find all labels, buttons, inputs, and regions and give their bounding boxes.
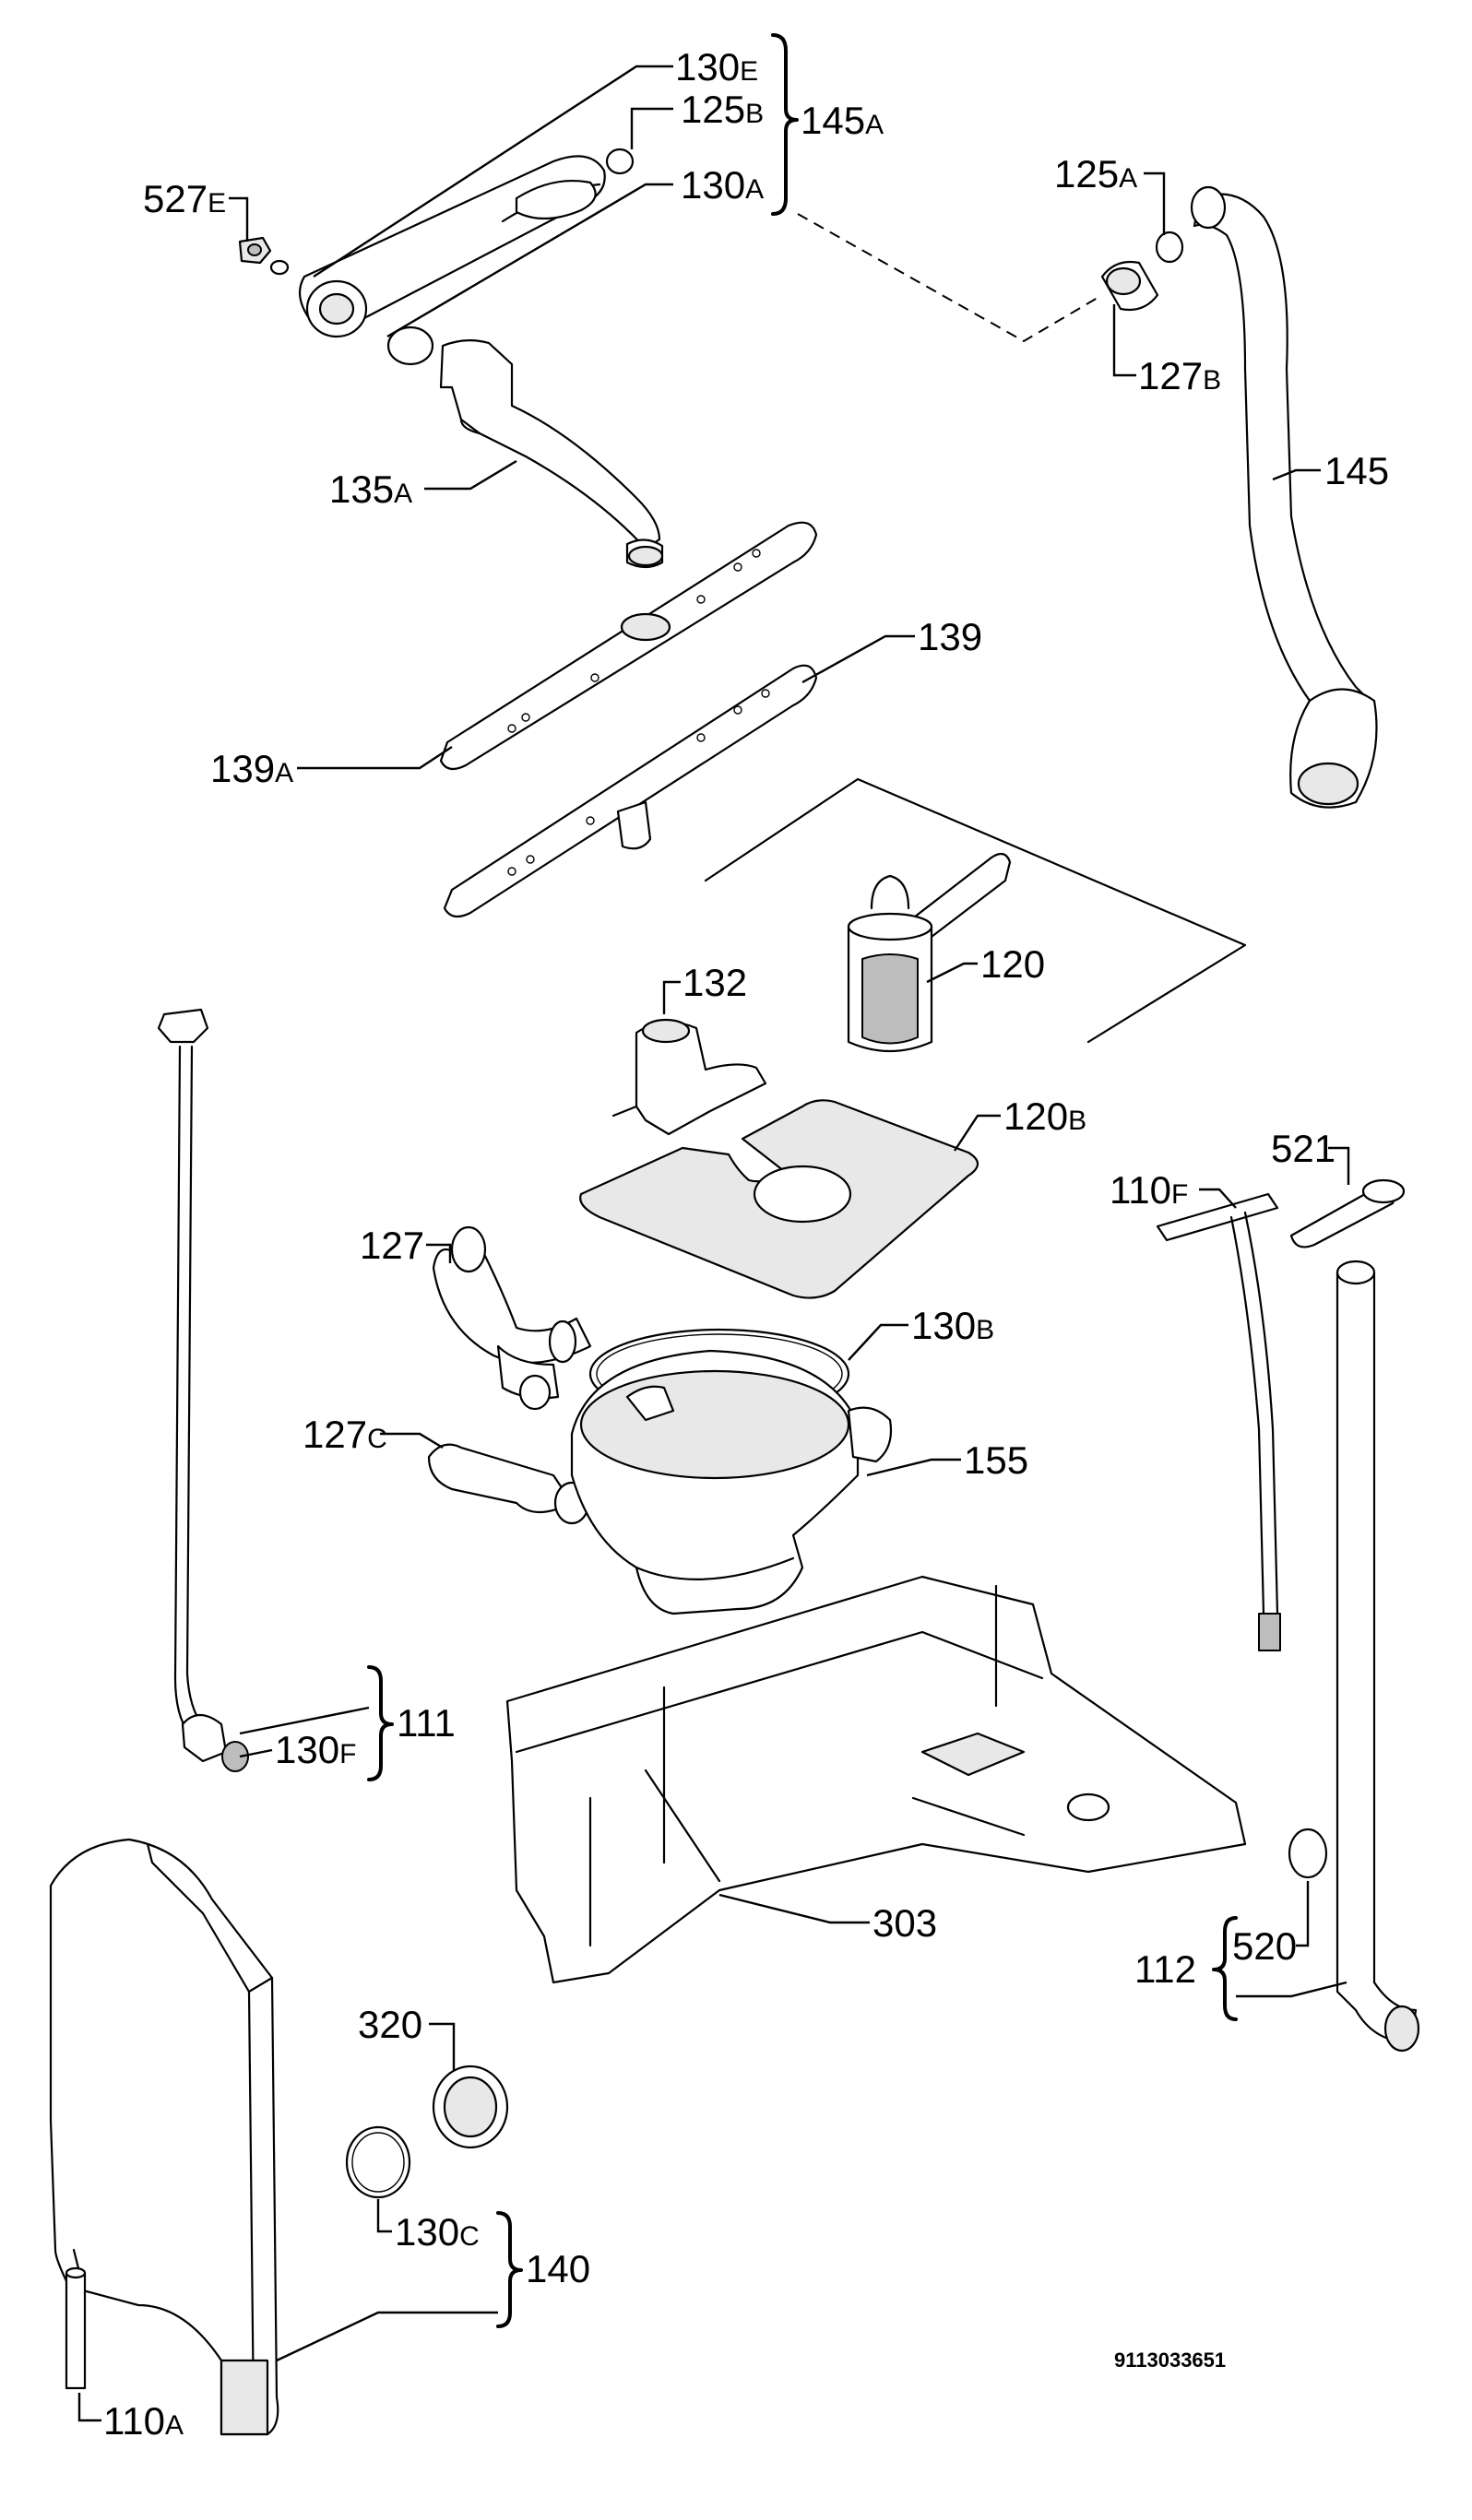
clamp-520: [1288, 1828, 1328, 1879]
ring-130c: [345, 2125, 411, 2199]
callout-120b: 120B: [1003, 1094, 1086, 1138]
brace-111: [367, 1665, 394, 1781]
spray-arm-support-part: [439, 339, 664, 569]
callout-320: 320: [358, 2003, 422, 2046]
callout-127c: 127C: [303, 1413, 387, 1456]
callout-130a: 130A: [681, 163, 764, 207]
callout-155: 155: [964, 1438, 1028, 1482]
callout-125a: 125A: [1054, 152, 1137, 195]
callout-135a: 135A: [329, 467, 412, 511]
callout-125b: 125B: [681, 88, 764, 131]
callout-110f: 110F: [1110, 1168, 1188, 1212]
connector-127b: [1100, 260, 1159, 312]
corrugated-hose-112: [1335, 1260, 1420, 2053]
callout-132: 132: [683, 961, 747, 1004]
o-ring-130a: [386, 325, 434, 366]
nut-527e: [238, 236, 272, 265]
callout-303: 303: [873, 1901, 937, 1945]
hose-111: [157, 1008, 249, 1772]
tank-panel-140: [49, 1838, 279, 2436]
seal-125a: [1155, 231, 1184, 264]
spray-arm-139a: [439, 521, 818, 771]
callout-521: 521: [1271, 1127, 1335, 1170]
callout-139a: 139A: [210, 747, 293, 790]
callout-527e: 527E: [143, 177, 226, 220]
seal-125b: [605, 148, 635, 175]
filter-120: [847, 852, 1012, 1053]
callout-120: 120: [980, 942, 1045, 986]
callout-130f: 130F: [275, 1728, 356, 1771]
filter-plate-120b: [579, 1099, 979, 1299]
connector-pipe-127: [432, 1225, 592, 1411]
callout-110a: 110A: [103, 2399, 184, 2443]
callout-139: 139: [918, 615, 982, 658]
callout-520: 520: [1232, 1924, 1297, 1968]
base-frame-303: [505, 1575, 1247, 1984]
tube-110a: [65, 2266, 87, 2390]
clip-521: [1289, 1178, 1406, 1248]
seal-320: [432, 2065, 509, 2149]
callout-112: 112: [1134, 1947, 1196, 1991]
drain-hose-145: [1190, 185, 1378, 809]
callout-140: 140: [526, 2247, 590, 2290]
callout-145a: 145A: [801, 99, 884, 142]
sump-155: [570, 1349, 893, 1615]
callout-130b: 130B: [911, 1304, 994, 1347]
callout-130e: 130E: [675, 45, 758, 89]
brace-112: [1212, 1916, 1238, 2021]
part-132: [611, 1018, 767, 1136]
upper-spray-pipe-part: [298, 155, 606, 338]
hose-110f: [1156, 1192, 1281, 1651]
o-ring-130e: [269, 259, 290, 276]
connector-pipe-127c: [427, 1443, 590, 1525]
callout-127b: 127B: [1138, 354, 1221, 397]
brace-145a: [771, 33, 799, 216]
diagram-id: 9113033651: [1114, 2348, 1226, 2372]
callout-labels: 130E 125B 145A 130A 527E 125A 127B 145 1…: [103, 45, 1389, 2443]
callout-145: 145: [1324, 449, 1389, 492]
brace-140: [496, 2211, 523, 2328]
callout-111: 111: [397, 1701, 456, 1745]
spray-arm-139: [443, 664, 818, 918]
leader-lines: [77, 65, 1350, 2422]
callout-127: 127: [360, 1224, 424, 1267]
callout-130c: 130C: [395, 2210, 480, 2254]
